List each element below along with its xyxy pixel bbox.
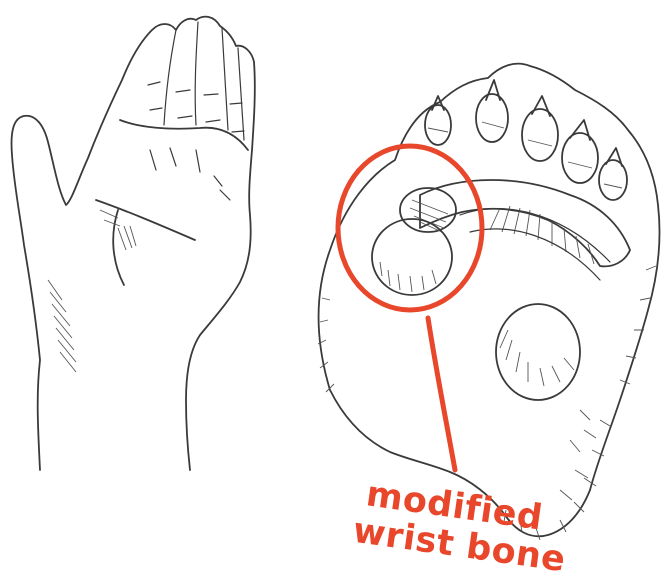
finger-line-3 <box>222 28 228 130</box>
highlight-circle <box>338 146 482 310</box>
paw-outline <box>319 64 660 537</box>
finger-line-2 <box>195 22 198 125</box>
finger-line-4 <box>238 48 244 140</box>
annotation-label: modified wrist bone <box>351 473 574 580</box>
toe-shading <box>428 122 622 188</box>
palm-crease-life <box>113 210 124 285</box>
toe-4 <box>562 133 598 183</box>
toe-3 <box>522 109 558 161</box>
toe-1 <box>425 105 451 145</box>
wrist-bone-lower <box>372 219 452 295</box>
wrist-bone-upper-shading <box>410 200 448 232</box>
human-hand-sketch <box>12 17 255 470</box>
carpal-pad-shading <box>500 330 574 386</box>
finger-line-1 <box>164 30 176 125</box>
palm-crease-head <box>96 200 195 240</box>
hand-outline <box>12 17 255 470</box>
palm-crease-heart <box>120 120 248 150</box>
palm-crease-minor <box>150 148 230 200</box>
toe-2 <box>476 94 508 142</box>
bear-paw-sketch <box>318 64 660 540</box>
hand-shading <box>48 210 136 372</box>
annotation-pointer-line <box>428 318 455 470</box>
